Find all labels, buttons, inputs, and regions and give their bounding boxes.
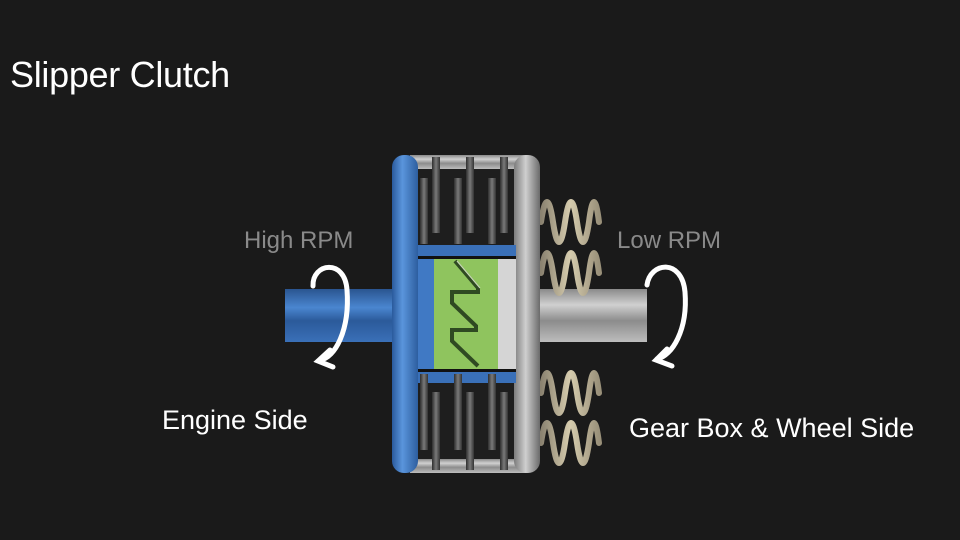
spring-2 [538, 250, 602, 296]
pressure-plate [514, 155, 540, 473]
engine-side-label: Engine Side [162, 405, 308, 435]
spring-4 [538, 420, 602, 466]
clutch-basket [392, 155, 418, 473]
clutch-springs [538, 199, 602, 466]
low-rpm-label: Low RPM [617, 227, 722, 254]
spring-1 [538, 199, 602, 245]
ramp-teeth [450, 259, 480, 368]
rotation-arrow-icon [310, 264, 350, 370]
spring-3 [538, 370, 602, 416]
gearbox-shaft [535, 289, 647, 342]
diagram-title: Slipper Clutch [10, 54, 230, 95]
gearbox-side-label: Gear Box & Wheel Side [629, 413, 915, 443]
friction-plates-top [420, 157, 508, 244]
high-rpm-label: High RPM [244, 227, 354, 254]
friction-plates-bottom [420, 374, 508, 470]
rotation-arrow-icon [644, 264, 688, 369]
